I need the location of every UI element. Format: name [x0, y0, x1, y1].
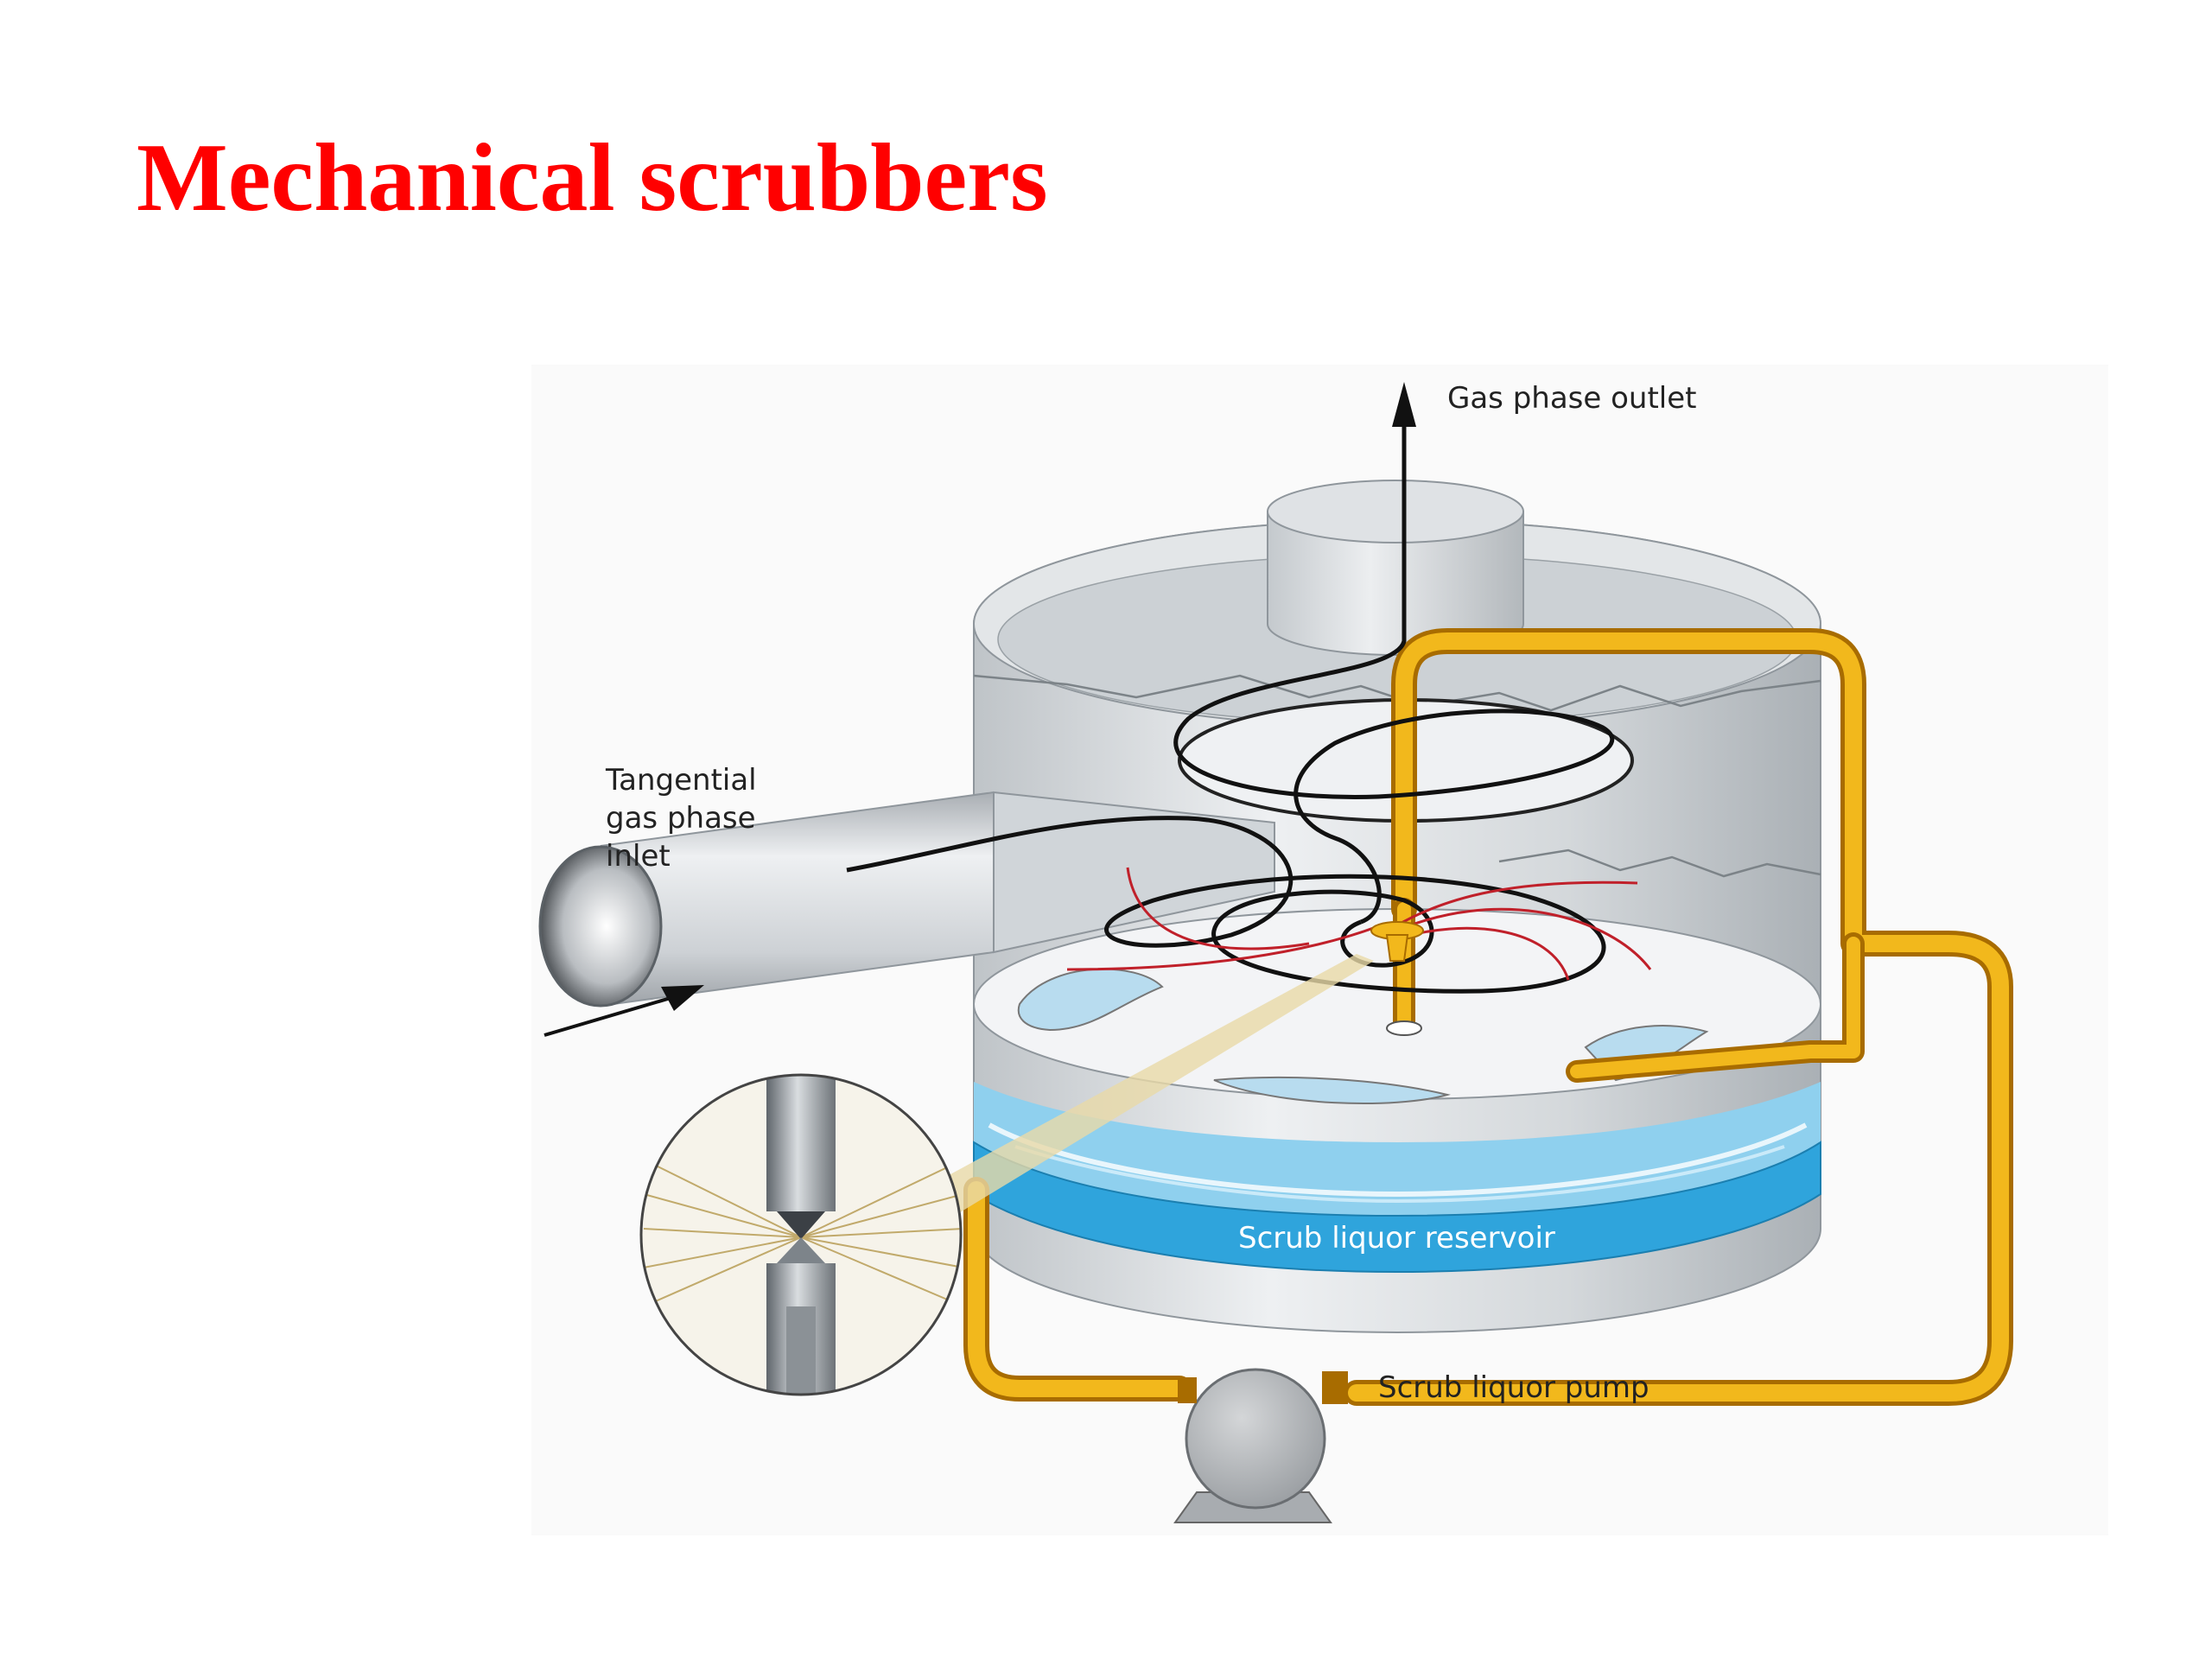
scrubber-diagram: Gas phase outlet Tangential gas phase in…: [531, 365, 2108, 1535]
inlet-arrowhead: [661, 985, 704, 1011]
label-pump: Scrub liquor pump: [1378, 1370, 1649, 1405]
label-inlet-line2: gas phase: [606, 801, 756, 836]
arrow-right-icon: [543, 991, 687, 1037]
tangential-inlet-pipe: [538, 791, 1275, 1007]
slide-title: Mechanical scrubbers: [137, 124, 1048, 232]
nozzle-detail-inset: [641, 1075, 961, 1395]
inset-beam: [890, 954, 1374, 1229]
label-gas-outlet: Gas phase outlet: [1447, 381, 1697, 416]
gas-outlet-stack: [1267, 480, 1524, 656]
scrubber-illustration: Gas phase outlet Tangential gas phase in…: [531, 365, 2108, 1535]
label-reservoir: Scrub liquor reservoir: [1238, 1221, 1555, 1255]
scrub-liquor-pump: [1173, 1368, 1348, 1523]
arrow-up-icon: [1392, 382, 1416, 427]
label-inlet-line1: Tangential: [605, 763, 757, 798]
label-inlet-line3: inlet: [606, 839, 671, 874]
gas-flow-path: [846, 404, 1615, 994]
